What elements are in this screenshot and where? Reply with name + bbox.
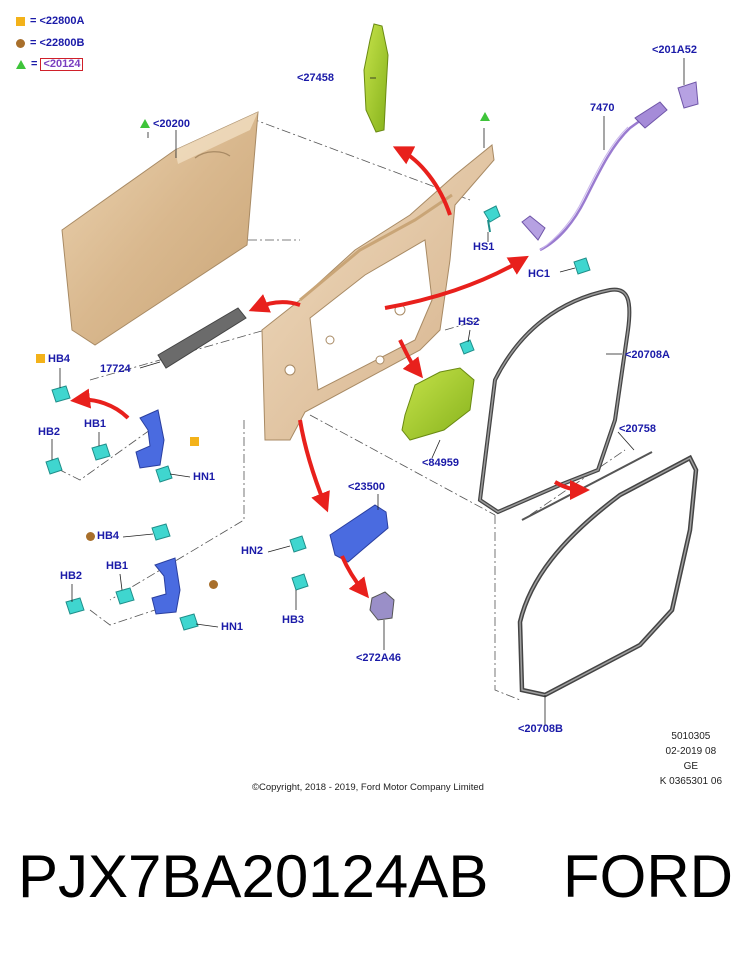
check-arm	[329, 504, 389, 563]
label-272A46: <272A46	[356, 652, 401, 664]
copyright-notice: ©Copyright, 2018 - 2019, Ford Motor Comp…	[252, 782, 484, 793]
label-20200: <20200	[153, 118, 191, 130]
impact-pad	[401, 367, 475, 441]
label-17724: 17724	[100, 363, 131, 375]
part-number: PJX7BA20124AB	[18, 843, 489, 910]
label-HN1-lower: HN1	[221, 621, 244, 633]
legend-row-square: = <22800A	[16, 14, 84, 28]
legend-row-triangle: = <20124	[16, 57, 84, 71]
circle-icon	[209, 580, 218, 589]
brand-name: FORD	[563, 843, 733, 910]
legend-code-highlighted: <20124	[40, 57, 84, 71]
part-caption: PJX7BA20124AB FORD	[18, 842, 733, 911]
label-84959: <84959	[422, 457, 460, 469]
label-HS1: HS1	[473, 241, 495, 253]
door-outer-panel	[61, 111, 259, 346]
reinforcement-bar	[157, 307, 247, 369]
label-27458: <27458	[297, 72, 335, 84]
label-23500: <23500	[348, 481, 386, 493]
fasteners	[45, 205, 591, 631]
upper-hinge	[135, 409, 165, 469]
meta-line: 02-2019 08	[665, 746, 717, 757]
drawing-metadata: 5010305 02-2019 08 GE K 0365301 06	[660, 729, 722, 789]
label-HB4-lower: HB4	[97, 530, 120, 542]
legend-row-circle: = <22800B	[16, 36, 84, 50]
triangle-icon	[16, 59, 26, 69]
square-icon	[16, 16, 25, 26]
label-HB2-upper: HB2	[38, 426, 61, 438]
label-201A52: <201A52	[652, 44, 697, 56]
door-inner-frame	[261, 144, 495, 441]
circle-icon	[86, 532, 95, 541]
legend-equals: =	[30, 15, 37, 27]
square-icon	[36, 354, 45, 363]
legend-code: <22800B	[39, 37, 85, 49]
latch-cable	[521, 81, 699, 252]
label-20708B: <20708B	[518, 723, 563, 735]
label-20708A: <20708A	[625, 349, 670, 361]
label-7470: 7470	[590, 102, 615, 114]
label-HN1-upper: HN1	[193, 471, 216, 483]
meta-line: 5010305	[671, 731, 711, 742]
label-HC1: HC1	[528, 268, 551, 280]
label-HB1-lower: HB1	[106, 560, 129, 572]
label-HB3: HB3	[282, 614, 305, 626]
triangle-icon	[480, 112, 490, 121]
legend-equals: =	[31, 58, 38, 70]
label-HS2: HS2	[458, 316, 480, 328]
door-seals	[477, 287, 699, 698]
label-HN2: HN2	[241, 545, 264, 557]
exploded-door-diagram	[45, 23, 699, 725]
meta-line: K 0365301 06	[659, 776, 722, 787]
label-HB4-upper: HB4	[48, 353, 71, 365]
check-arm-bracket	[369, 591, 395, 621]
square-icon	[190, 437, 199, 446]
triangle-icon	[140, 119, 150, 128]
explode-arrows	[70, 146, 590, 599]
circle-icon	[16, 38, 25, 48]
meta-line: GE	[683, 761, 699, 772]
label-HB1-upper: HB1	[84, 418, 107, 430]
legend-equals: =	[30, 37, 37, 49]
label-20758: <20758	[619, 423, 657, 435]
legend-code: <22800A	[39, 15, 85, 27]
callout-leaders	[51, 58, 685, 725]
lower-hinge	[151, 557, 181, 615]
label-HB2-lower: HB2	[60, 570, 83, 582]
